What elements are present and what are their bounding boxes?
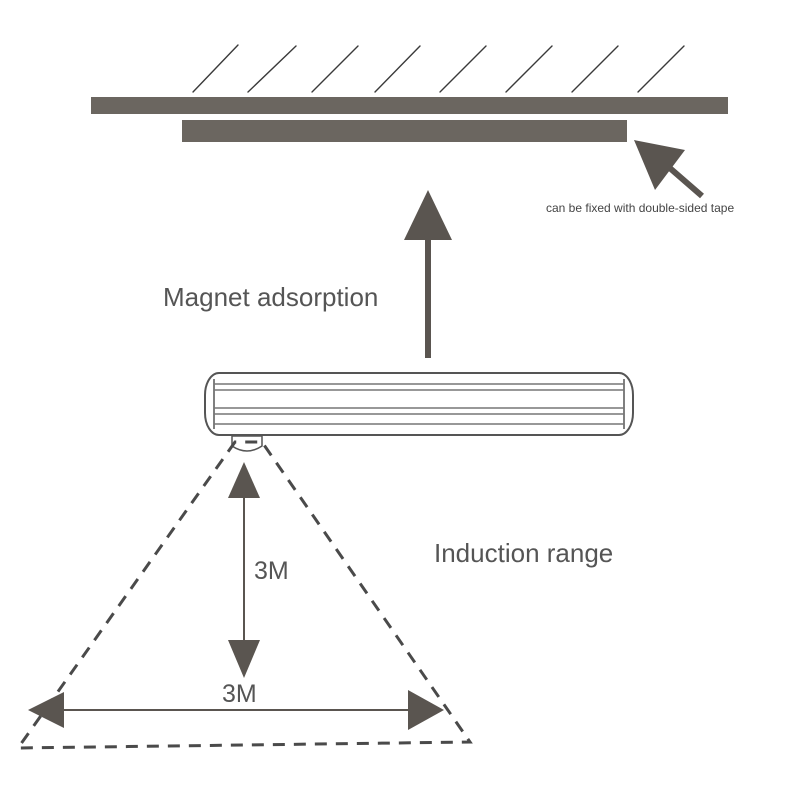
tape-pointer-arrow: [634, 140, 704, 199]
vertical-distance-label: 3M: [254, 557, 289, 585]
light-bar: [204, 372, 634, 436]
vertical-distance-arrow: [228, 462, 260, 678]
mounting-plate: [182, 120, 627, 142]
ceiling-hatching: [192, 44, 685, 93]
magnet-arrow: [404, 190, 452, 358]
magnet-adsorption-label: Magnet adsorption: [163, 282, 378, 312]
induction-range-label: Induction range: [434, 538, 613, 568]
ceiling-surface: [91, 97, 728, 114]
horizontal-distance-arrow: [28, 690, 444, 730]
induction-range-outline: [15, 440, 473, 750]
horizontal-distance-label: 3M: [222, 680, 257, 708]
tape-note-label: can be fixed with double-sided tape: [546, 201, 734, 215]
